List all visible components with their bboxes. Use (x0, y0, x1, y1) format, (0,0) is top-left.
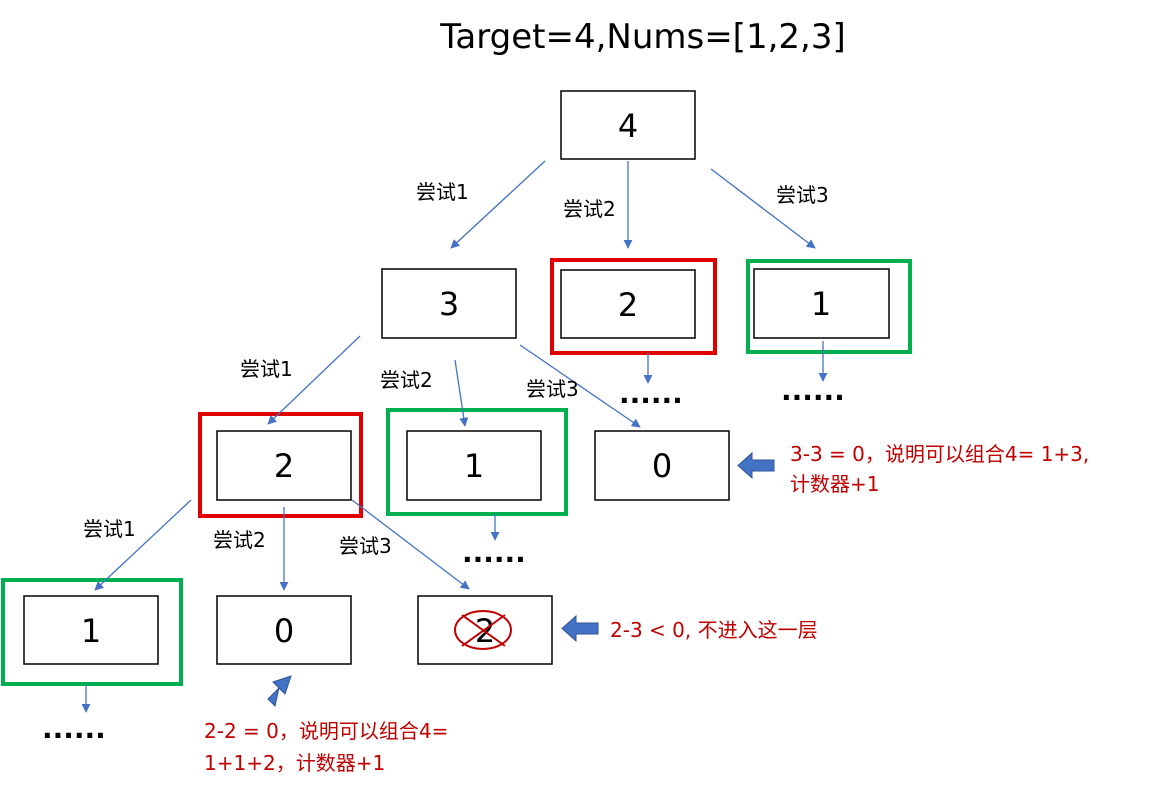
edge-l1-a-to-l2-a (267, 335, 361, 425)
note-two-line2: 1+1+2，计数器+1 (204, 751, 385, 775)
edge-label-l1a-b: 尝试2 (380, 368, 433, 392)
green-frame-l3-a (1, 578, 183, 686)
node-l1-b: 2 (560, 269, 696, 339)
node-l1-c: 1 (753, 268, 890, 339)
red-frame-l1-b (550, 258, 717, 355)
edge-l1-a-to-l2-b (454, 359, 469, 427)
green-frame-l2-b (386, 408, 568, 516)
node-root-value: 4 (618, 107, 638, 145)
node-l3-a: 1 (23, 595, 159, 665)
pruned-cross-icon (454, 610, 512, 650)
ellipsis-l1-c: ...... (781, 374, 845, 407)
edge-label-root-b: 尝试2 (563, 197, 616, 221)
edge-l2-a-to-l3-c (351, 499, 470, 590)
edge-label-l1a-a: 尝试1 (240, 357, 293, 381)
ellipsis-l1-b: ...... (619, 377, 683, 410)
node-l3-b-value: 0 (274, 612, 294, 650)
node-l2-a: 2 (216, 430, 352, 501)
node-l1-c-value: 1 (811, 285, 831, 323)
pointer-arrow-icon (267, 675, 292, 707)
node-l3-b: 0 (216, 595, 352, 665)
note-zero-line2: 计数器+1 (790, 472, 879, 496)
pointer-arrow-icon (737, 451, 775, 480)
node-l3-c: 2 (417, 595, 553, 665)
note-negative: 2-3 < 0, 不进入这一层 (610, 618, 818, 642)
node-l2-b: 1 (406, 430, 542, 501)
edge-label-l1a-c: 尝试3 (526, 377, 579, 401)
diagram-title: Target=4,Nums=[1,2,3] (439, 17, 845, 57)
red-frame-l2-a (198, 412, 363, 518)
edge-l1-a-to-l2-c (519, 344, 641, 428)
node-l1-b-value: 2 (618, 286, 638, 324)
ellipsis-l3-a: ...... (42, 712, 106, 745)
green-frame-l1-c (746, 259, 912, 354)
edge-label-l2a-b: 尝试2 (213, 528, 266, 552)
edge-l2-a-to-l3-a (94, 499, 192, 591)
node-l1-a: 3 (381, 268, 517, 339)
ellipsis-l2-b: ...... (462, 536, 526, 569)
node-root: 4 (560, 90, 696, 160)
note-zero-line1: 3-3 = 0，说明可以组合4= 1+3, (790, 442, 1089, 466)
node-l2-b-value: 1 (464, 447, 484, 485)
edge-label-root-a: 尝试1 (416, 180, 469, 204)
edge-root-to-l1-c (710, 168, 816, 249)
node-l2-c-value: 0 (652, 447, 672, 485)
edge-root-to-l1-a (450, 160, 546, 249)
pointer-arrow-icon (561, 614, 599, 643)
edge-label-l2a-c: 尝试3 (339, 534, 392, 558)
node-l3-a-value: 1 (81, 612, 101, 650)
edge-label-root-c: 尝试3 (776, 183, 829, 207)
node-l2-c: 0 (594, 430, 730, 501)
node-l1-a-value: 3 (439, 285, 459, 323)
note-two-line1: 2-2 = 0，说明可以组合4= (204, 719, 448, 743)
edges (81, 160, 828, 713)
node-l2-a-value: 2 (274, 447, 294, 485)
edge-label-l2a-a: 尝试1 (83, 517, 136, 541)
